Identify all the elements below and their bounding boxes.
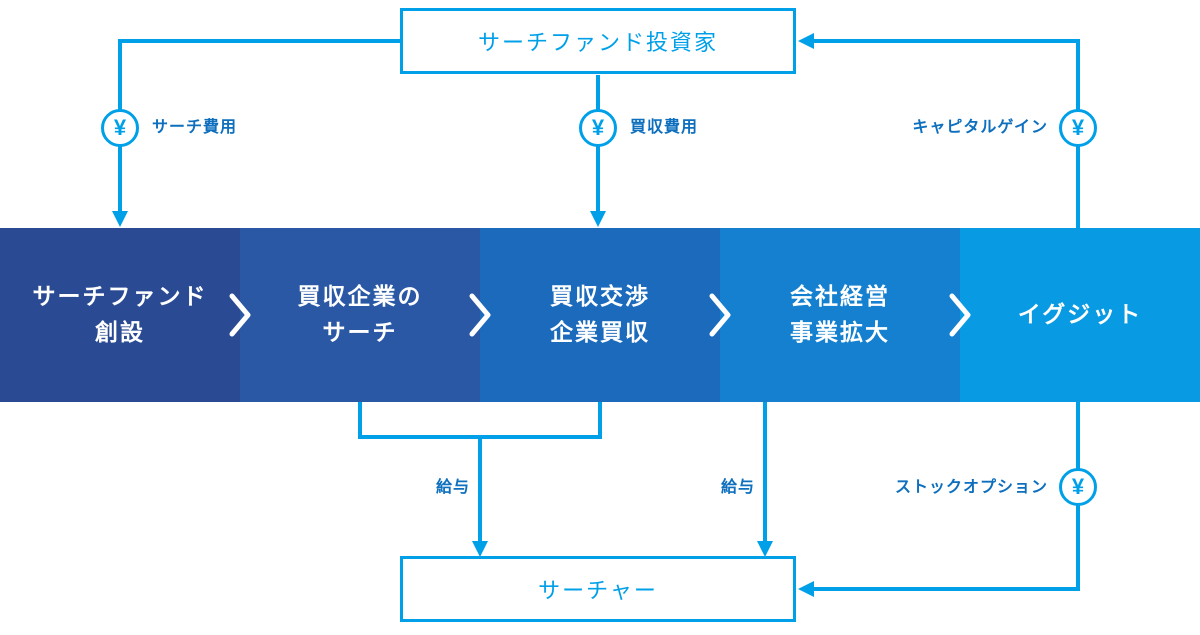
process-stages: サーチファンド 創設 買収企業の サーチ 買収交渉 企業買収 会社経営 事業拡大… (0, 228, 1200, 402)
arrowhead-down (757, 541, 773, 557)
stage-management-growth: 会社経営 事業拡大 (720, 228, 960, 402)
flow-label-salary-1: 給与 (435, 479, 470, 496)
stage-label: 買収交渉 企業買収 (550, 283, 650, 345)
flow-label-acquisition-cost: 買収費用 (630, 119, 699, 136)
stage-label: イグジット (1017, 301, 1143, 328)
searcher-box: サーチャー (400, 556, 796, 622)
arrowhead-left (798, 33, 814, 49)
stage-label: 買収企業の サーチ (297, 283, 423, 345)
flow-label-salary-2: 給与 (720, 479, 755, 496)
flow-label-capital-gain: キャピタルゲイン (912, 119, 1048, 136)
yen-symbol: ¥ (1071, 474, 1085, 499)
flow-label-search-cost: サーチ費用 (152, 119, 238, 136)
stage-label: 会社経営 事業拡大 (790, 283, 890, 345)
stage-target-search: 買収企業の サーチ (240, 228, 480, 402)
arrowhead-down (472, 541, 488, 557)
yen-coin-icon: ¥ (101, 109, 139, 147)
stage-label: サーチファンド 創設 (32, 283, 208, 345)
yen-symbol: ¥ (113, 115, 127, 140)
investor-box: サーチファンド投資家 (400, 8, 796, 74)
stage-search-fund-founding: サーチファンド 創設 (0, 228, 240, 402)
yen-symbol: ¥ (1071, 115, 1085, 140)
investor-box-label: サーチファンド投資家 (477, 30, 718, 55)
salary-merge-line (358, 402, 602, 543)
stage-negotiation-acquisition: 買収交渉 企業買収 (480, 228, 720, 402)
arrowhead-down (590, 211, 606, 227)
arrowhead-down (112, 211, 128, 227)
yen-symbol: ¥ (591, 115, 605, 140)
arrowhead-left (798, 581, 814, 597)
yen-coin-icon: ¥ (1059, 468, 1097, 506)
flow-label-stock-option: ストックオプション (894, 479, 1048, 496)
yen-coin-icon: ¥ (1059, 109, 1097, 147)
searcher-box-label: サーチャー (538, 578, 658, 603)
yen-coin-icon: ¥ (579, 109, 617, 147)
stage-exit: イグジット (960, 228, 1200, 402)
